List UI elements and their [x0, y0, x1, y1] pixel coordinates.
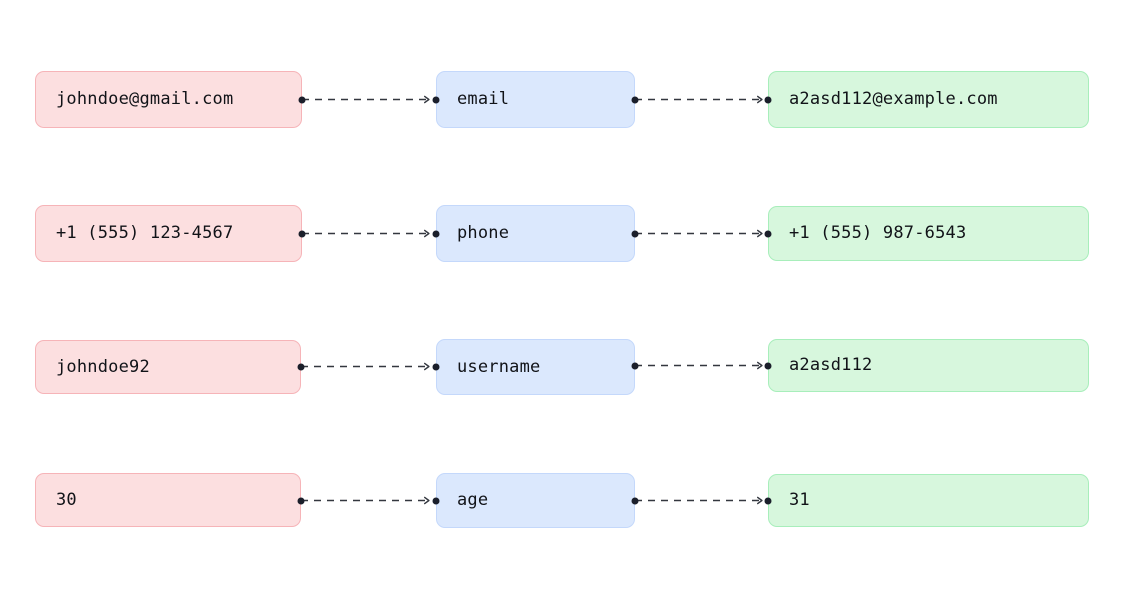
field-node-phone-label: phone — [457, 223, 510, 243]
port-target-username-in — [764, 362, 772, 369]
port-field-phone-in — [432, 230, 440, 237]
field-node-phone[interactable]: phone — [436, 205, 635, 262]
port-target-phone-in — [764, 230, 772, 237]
field-node-username-label: username — [457, 356, 541, 377]
target-node-age[interactable]: 31 — [768, 474, 1089, 527]
source-node-username-label: johndoe92 — [56, 356, 150, 377]
target-node-age-label: 31 — [789, 490, 810, 510]
port-target-age-in — [764, 497, 772, 504]
field-node-email-label: email — [457, 89, 510, 109]
port-field-username-in — [432, 363, 440, 370]
port-field-age-out — [631, 497, 639, 504]
source-node-email[interactable]: johndoe@gmail.com — [35, 71, 302, 128]
source-node-phone[interactable]: +1 (555) 123-4567 — [35, 205, 302, 262]
source-node-age-label: 30 — [56, 489, 77, 510]
port-field-email-in — [432, 96, 440, 103]
source-node-username[interactable]: johndoe92 — [35, 340, 301, 394]
field-node-age-label: age — [457, 490, 489, 510]
source-node-phone-label: +1 (555) 123-4567 — [56, 223, 234, 243]
field-node-email[interactable]: email — [436, 71, 635, 128]
target-node-username-label: a2asd112 — [789, 355, 873, 375]
port-field-phone-out — [631, 230, 639, 237]
port-field-username-out — [631, 362, 639, 369]
target-node-phone[interactable]: +1 (555) 987-6543 — [768, 206, 1089, 261]
field-node-age[interactable]: age — [436, 473, 635, 528]
field-node-username[interactable]: username — [436, 339, 635, 395]
source-node-email-label: johndoe@gmail.com — [56, 89, 234, 109]
target-node-phone-label: +1 (555) 987-6543 — [789, 223, 967, 243]
target-node-email[interactable]: a2asd112@example.com — [768, 71, 1089, 128]
target-node-email-label: a2asd112@example.com — [789, 89, 998, 109]
source-node-age[interactable]: 30 — [35, 473, 301, 527]
target-node-username[interactable]: a2asd112 — [768, 339, 1089, 392]
port-source-email-out — [298, 96, 306, 103]
port-source-username-out — [297, 363, 305, 370]
port-field-email-out — [631, 96, 639, 103]
port-target-email-in — [764, 96, 772, 103]
port-source-age-out — [297, 497, 305, 504]
port-field-age-in — [432, 497, 440, 504]
port-source-phone-out — [298, 230, 306, 237]
